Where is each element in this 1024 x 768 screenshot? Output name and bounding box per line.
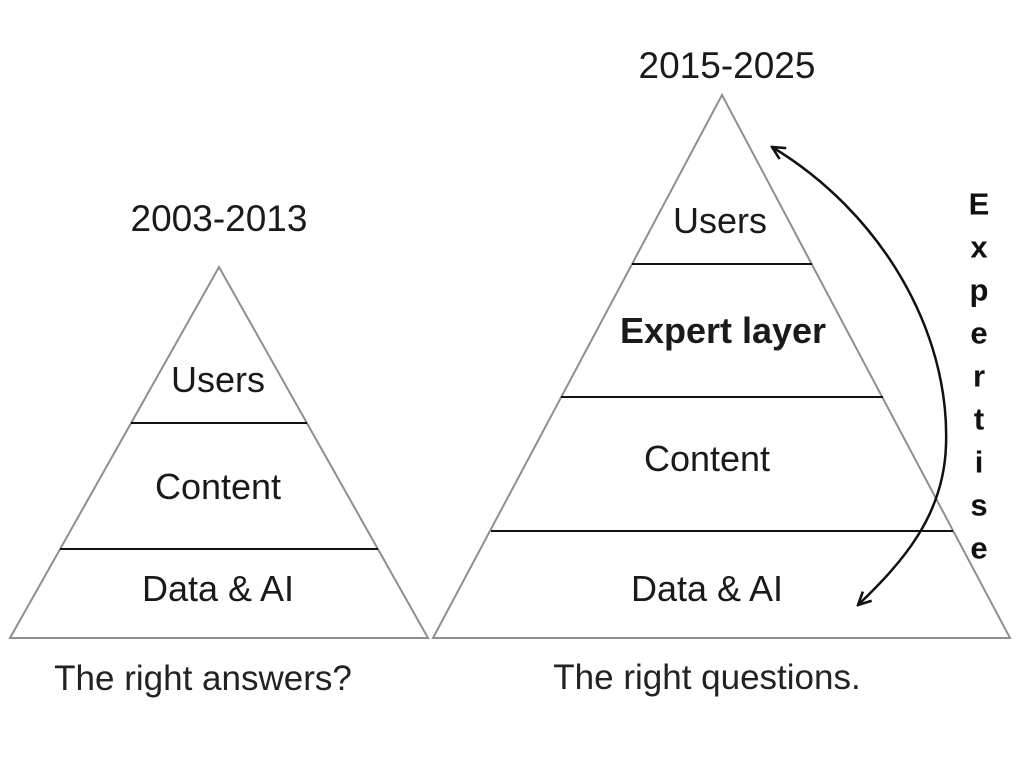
right-pyramid-layer-content: Content bbox=[643, 438, 771, 479]
expertise-letter: x bbox=[970, 229, 988, 265]
expertise-letter: r bbox=[972, 358, 986, 394]
right-pyramid-outline bbox=[431, 92, 1012, 639]
expertise-letter: e bbox=[970, 530, 988, 566]
right-pyramid-caption: The right questions. bbox=[553, 658, 861, 697]
left-pyramid-layer-content: Content bbox=[154, 466, 282, 507]
expertise-label: E x p e r t i s e bbox=[969, 183, 990, 570]
expertise-letter: s bbox=[970, 487, 988, 523]
right-pyramid-layer-users: Users bbox=[672, 200, 768, 241]
expertise-letter: t bbox=[973, 401, 985, 437]
left-pyramid-layer-users: Users bbox=[170, 359, 266, 400]
left-pyramid-caption: The right answers? bbox=[54, 659, 352, 698]
left-pyramid-title: 2003-2013 bbox=[130, 198, 308, 239]
expertise-letter: e bbox=[970, 315, 988, 351]
right-pyramid-title: 2015-2025 bbox=[638, 45, 816, 86]
expertise-letter: E bbox=[968, 186, 990, 222]
right-pyramid-layer-expert: Expert layer bbox=[619, 310, 827, 351]
expertise-arrow bbox=[772, 147, 948, 605]
expertise-letter: p bbox=[969, 272, 989, 308]
left-pyramid-outline bbox=[8, 264, 430, 639]
right-pyramid-layer-data-ai: Data & AI bbox=[630, 568, 784, 609]
expertise-letter: i bbox=[974, 444, 984, 480]
left-pyramid-layer-data-ai: Data & AI bbox=[141, 568, 295, 609]
